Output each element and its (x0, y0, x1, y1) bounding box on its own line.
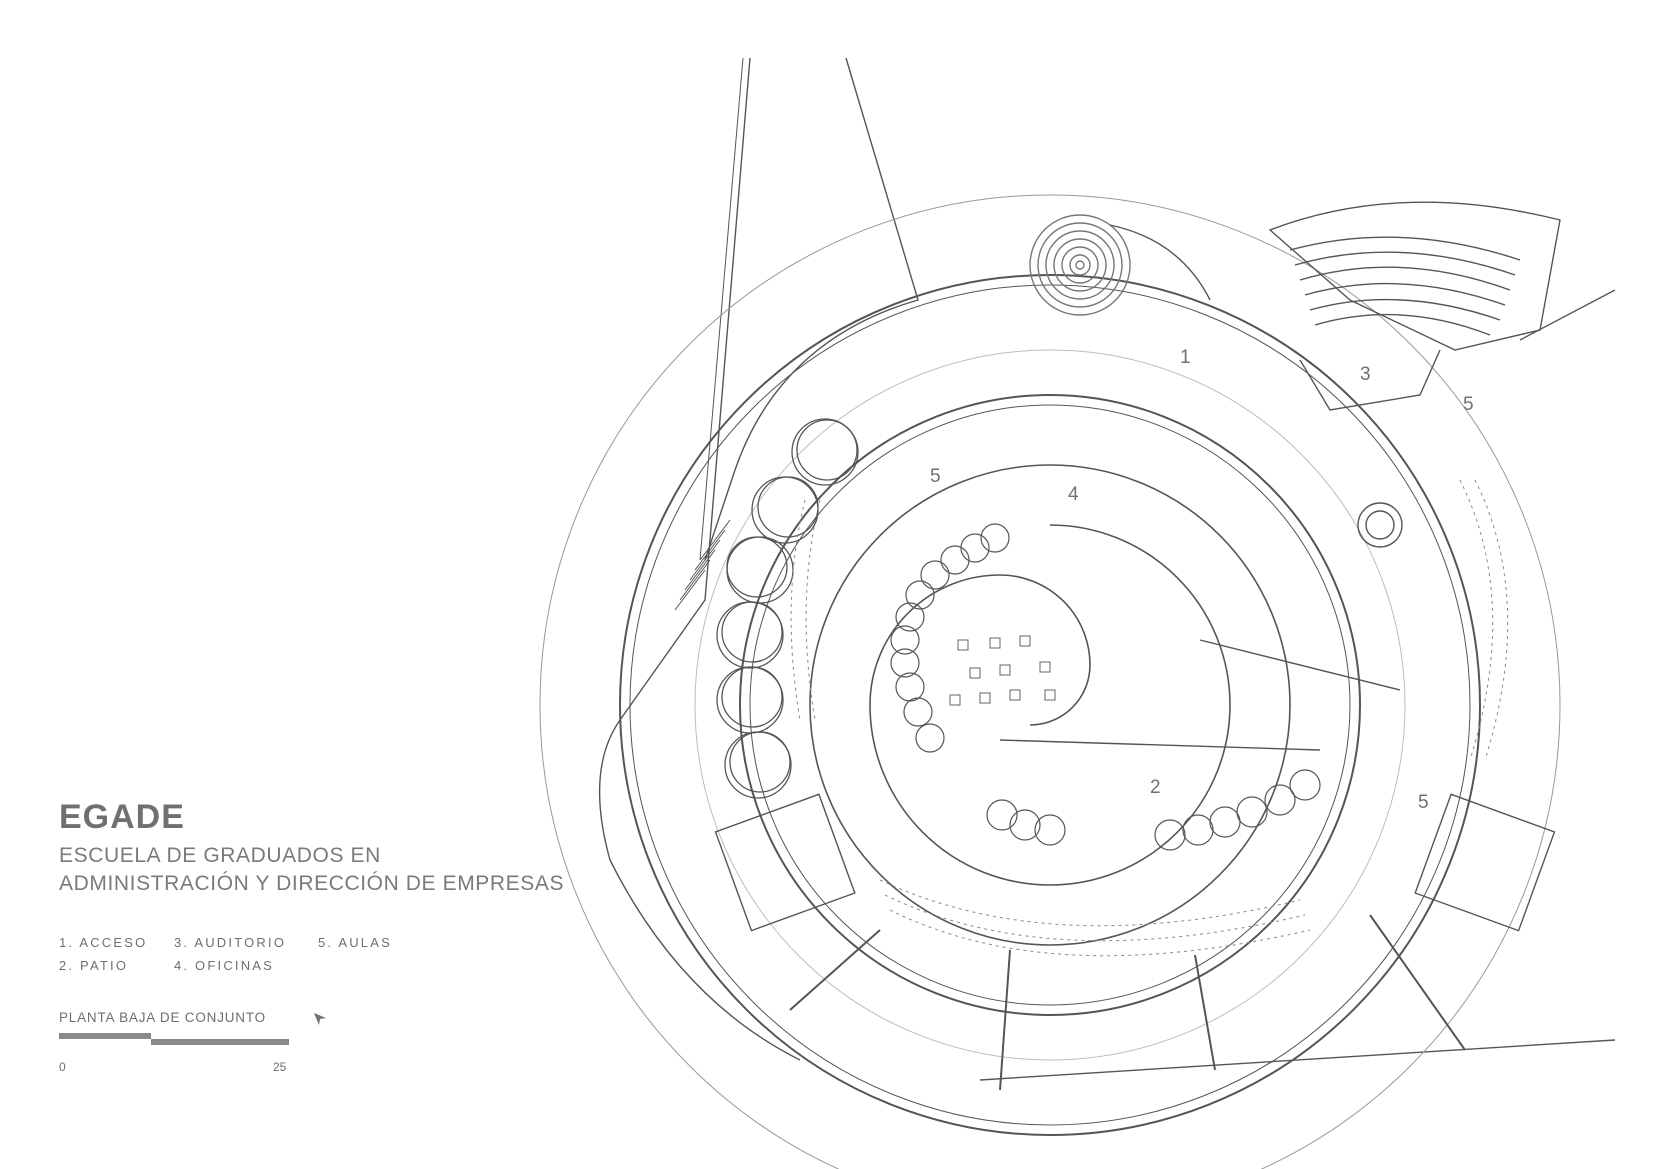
zone-legend: 1. ACCESO 3. AUDITORIO 5. AULAS 2. PATIO… (59, 931, 392, 977)
plan-label: PLANTA BAJA DE CONJUNTO (59, 1010, 266, 1025)
legend-item-acceso: 1. ACCESO (59, 935, 148, 950)
scale-bar (59, 1033, 289, 1045)
legend-item-oficinas: 4. OFICINAS (174, 958, 275, 973)
zone-label-auditorio: 3 (1360, 364, 1371, 385)
project-title: EGADE (59, 798, 185, 836)
north-arrow-icon (314, 1013, 326, 1025)
trees-patio (890, 523, 1321, 851)
scale-min-label: 0 (59, 1060, 66, 1074)
site-boundary-road (704, 57, 919, 561)
outer-ring (539, 194, 1561, 1169)
zone-label-oficinas: 4 (1068, 484, 1079, 505)
zone-label-patio: 2 (1150, 777, 1161, 798)
patio-tables (949, 635, 1056, 706)
trees-west (716, 418, 859, 799)
legend-item-auditorio: 3. AUDITORIO (174, 935, 287, 950)
subtitle-line-2: ADMINISTRACIÓN Y DIRECCIÓN DE EMPRESAS (59, 872, 565, 895)
scale-max-label: 25 (273, 1060, 287, 1074)
zone-label-aulas-2: 5 (1463, 394, 1474, 415)
zone-label-aulas-3: 5 (1418, 792, 1429, 813)
project-subtitle: ESCUELA DE GRADUADOS EN ADMINISTRACIÓN Y… (59, 842, 564, 898)
zone-label-acceso: 1 (1180, 347, 1191, 368)
inner-spiral (869, 524, 1231, 886)
legend-item-aulas: 5. AULAS (318, 935, 392, 950)
classroom-seating (790, 479, 1509, 957)
spiral-ramp (1029, 214, 1131, 316)
site-boundary-west (598, 57, 801, 1061)
zone-label-aulas-1: 5 (930, 466, 941, 487)
legend-item-patio: 2. PATIO (59, 958, 129, 973)
subtitle-line-1: ESCUELA DE GRADUADOS EN (59, 844, 381, 867)
